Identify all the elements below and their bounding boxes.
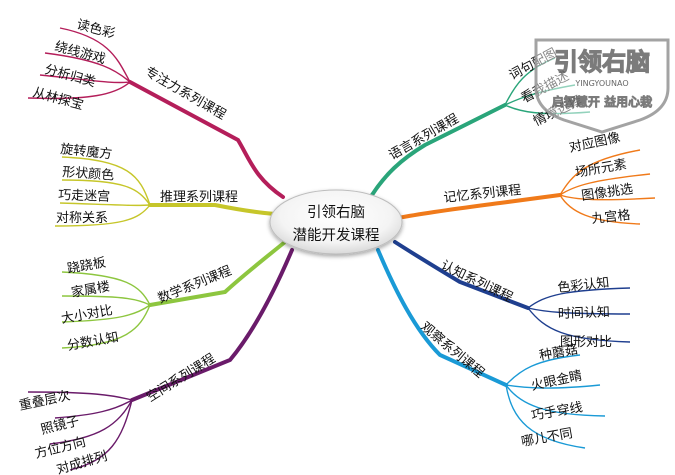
branch-label-observation: 观察系列课程	[417, 320, 486, 382]
leaf-label: 照镜子	[39, 414, 80, 438]
leaf-line	[505, 384, 606, 417]
ellipse-hub-node	[269, 189, 403, 255]
leaf-label: 分数认知	[66, 329, 120, 354]
leaf-line	[504, 57, 556, 106]
leaf-label: 巧走迷宫	[58, 188, 111, 205]
leaf-label: 巧手穿线	[530, 399, 584, 424]
leaf-line	[559, 149, 641, 196]
leaf-line	[39, 74, 131, 84]
leaf-line	[54, 204, 151, 227]
leaf-label: 绕线游戏	[53, 39, 107, 67]
leaf-label: 火眼金睛	[530, 367, 584, 393]
leaf-line	[61, 271, 151, 306]
leaf-label: 时间认知	[558, 304, 611, 322]
leaf-label: 对应图像	[568, 129, 622, 155]
leaf-label: 跷跷板	[66, 254, 107, 277]
leaf-label: 大小对比	[60, 303, 114, 327]
leaf-line	[504, 84, 576, 106]
leaf-label: 九宫格	[591, 207, 631, 227]
leaf-label: 种蘑菇	[538, 342, 579, 364]
leaf-label: 哪儿不同	[520, 426, 574, 450]
watermark: 引领右脑 YINGYOUNAO 启智慧开 益用心栽	[534, 38, 670, 134]
leaf-line	[505, 384, 586, 449]
leaf-line	[505, 384, 601, 389]
leaf-line	[527, 307, 631, 315]
branch-reasoning: 推理系列课程 旋转魔方 形状颜色 巧走迷宫 对称关系	[54, 141, 277, 227]
leaf-label: 色彩认知	[557, 275, 610, 296]
leaf-line	[559, 194, 641, 225]
branch-language-trunk	[370, 103, 507, 197]
branch-label-language: 语言系列课程	[387, 111, 462, 163]
branch-label-cognition: 认知系列课程	[438, 257, 515, 306]
branch-label-reasoning: 推理系列课程	[160, 190, 238, 205]
branch-observation-trunk	[376, 248, 508, 387]
watermark-brand: 引领右脑	[554, 48, 650, 76]
leaf-label: 分析归类	[43, 62, 97, 90]
leaf-label: 从林探宝	[31, 85, 85, 113]
leaf-line	[504, 104, 591, 115]
watermark-slogan: 启智慧开 益用心栽	[552, 94, 652, 109]
leaf-line	[527, 307, 631, 343]
leaf-line	[59, 202, 151, 207]
branch-memory-trunk	[396, 193, 562, 220]
leaf-line	[61, 295, 151, 306]
branch-space-trunk	[130, 248, 294, 402]
leaf-line	[61, 156, 151, 206]
leaf-line	[27, 391, 133, 401]
leaf-line	[54, 399, 133, 419]
leaf-label: 图形对比	[560, 335, 612, 350]
leaf-line	[44, 52, 131, 83]
center-hub: 引领右脑 潜能开发课程	[269, 189, 403, 255]
leaf-line	[61, 304, 151, 349]
leaf-label: 图像挑选	[580, 182, 634, 204]
leaf-line	[559, 194, 656, 201]
branch-cognition-trunk	[393, 240, 530, 310]
branch-math: 数学系列课程 跷跷板 家属楼 大小对比 分数认知	[60, 240, 287, 354]
leaf-label: 家属楼	[70, 278, 111, 301]
branch-memory: 记忆系列课程 对应图像 场所元素 图像挑选 九宫格	[396, 129, 656, 227]
branch-label-space: 空间系列课程	[144, 351, 218, 405]
center-title-line2: 潜能开发课程	[293, 227, 380, 244]
branch-label-math: 数学系列课程	[156, 263, 234, 307]
leaf-line	[505, 354, 581, 386]
center-title-line1: 引领右脑	[307, 204, 365, 221]
leaf-line	[59, 27, 131, 83]
leaf-line	[559, 173, 651, 196]
leaf-label: 读色彩	[75, 16, 117, 42]
branch-math-trunk	[148, 240, 287, 307]
leaf-line	[61, 304, 151, 323]
leaf-label: 形状颜色	[62, 164, 115, 184]
watermark-pinyin: YINGYOUNAO	[574, 79, 628, 88]
leaf-line	[27, 81, 131, 100]
leaf-line	[49, 399, 133, 445]
leaf-line	[69, 399, 133, 471]
leaf-label: 对称关系	[56, 211, 108, 226]
branch-attention-trunk	[128, 80, 285, 199]
shield-logo-icon	[534, 38, 670, 134]
leaf-line	[61, 179, 151, 206]
leaf-line	[527, 287, 631, 309]
branch-reasoning-trunk	[148, 203, 277, 216]
branch-space: 空间系列课程 重叠层次 照镜子 方位方向 对成排列	[18, 248, 294, 475]
leaf-label: 旋转魔方	[60, 141, 113, 162]
